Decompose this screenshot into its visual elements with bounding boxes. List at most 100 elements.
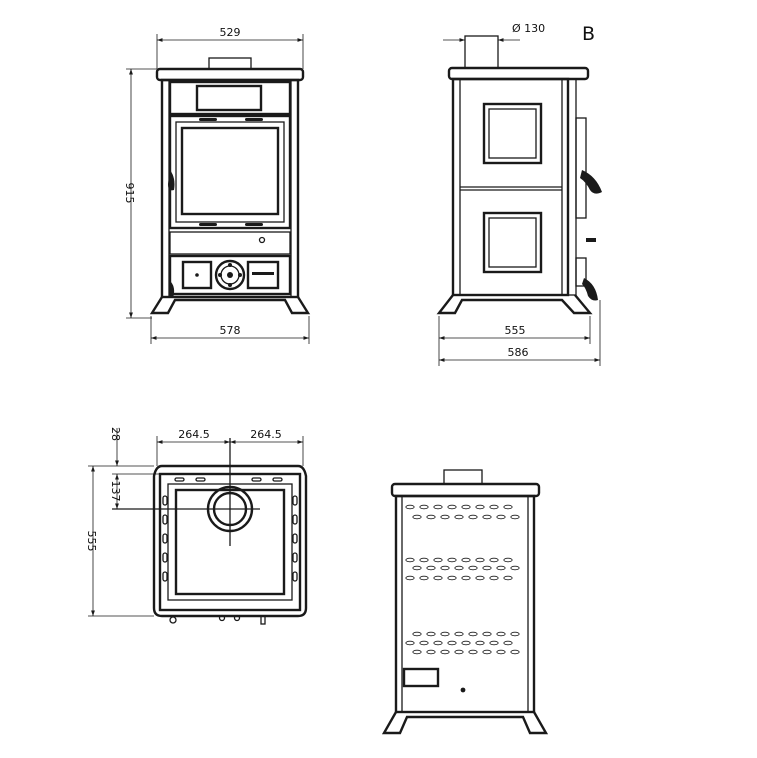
vent-hole [447, 557, 457, 563]
vent-hole [440, 514, 450, 520]
vent-hole [461, 557, 471, 563]
front-flue-collar [208, 57, 252, 70]
vent-hole [475, 557, 485, 563]
dim-top-half-left: 264.5 [178, 428, 210, 441]
side-door-handle-icon [580, 170, 602, 194]
dim-front-width-top: 529 [220, 26, 241, 39]
vent-hole [503, 575, 513, 581]
vent-hole [503, 557, 513, 563]
back-view [381, 469, 549, 735]
vent-hole [496, 514, 506, 520]
dim-top-offset: 28 [109, 427, 122, 441]
vent-hole [510, 514, 520, 520]
vent-hole [454, 631, 464, 637]
back-vent-holes [405, 504, 520, 655]
vent-hole [433, 575, 443, 581]
back-flue-collar [443, 469, 483, 485]
vent-hole [447, 575, 457, 581]
vent-hole [475, 575, 485, 581]
vent-hole [412, 514, 422, 520]
front-lower-cabinet [168, 254, 292, 296]
front-door [168, 114, 292, 230]
back-body [394, 494, 536, 714]
vent-hole [405, 640, 415, 646]
vent-hole [468, 631, 478, 637]
vent-hole [419, 504, 429, 510]
front-right-drawer [246, 260, 280, 290]
vent-hole [412, 631, 422, 637]
vent-hole [468, 565, 478, 571]
vent-hole [482, 631, 492, 637]
dim-top-half-right: 264.5 [250, 428, 282, 441]
vent-hole [426, 649, 436, 655]
front-legs [149, 296, 311, 315]
air-regulator-icon [214, 259, 246, 291]
dim-top-depth: 555 [85, 531, 98, 552]
front-body [160, 78, 300, 299]
vent-hole [510, 649, 520, 655]
vent-hole [405, 557, 415, 563]
vent-hole [489, 640, 499, 646]
dim-side-depth-body: 555 [505, 324, 526, 337]
vent-hole [440, 565, 450, 571]
vent-hole [489, 557, 499, 563]
side-lower-panel [482, 211, 543, 274]
side-upper-panel [482, 102, 543, 165]
front-door-handle-icon [168, 170, 175, 191]
dim-front-height: 915 [123, 183, 136, 204]
vent-hole [405, 575, 415, 581]
dim-front-width-base: 578 [220, 324, 241, 337]
front-upper-window [195, 84, 263, 112]
front-ash-drawer [181, 260, 213, 290]
vent-hole [496, 649, 506, 655]
vent-hole [489, 504, 499, 510]
front-top-plate [155, 67, 305, 82]
side-top-plate [447, 66, 590, 81]
vent-hole [447, 504, 457, 510]
front-door-glass [180, 126, 280, 216]
vent-hole [496, 631, 506, 637]
vent-hole [482, 565, 492, 571]
vent-hole [447, 640, 457, 646]
vent-hole [419, 557, 429, 563]
vent-hole [419, 575, 429, 581]
back-label-plate [402, 667, 440, 688]
vent-hole [405, 504, 415, 510]
side-door-profile [575, 117, 587, 219]
back-legs [381, 711, 549, 735]
vent-hole [461, 504, 471, 510]
side-legs [436, 294, 593, 315]
vent-hole [440, 631, 450, 637]
vent-hole [503, 640, 513, 646]
front-upper-panel [168, 80, 292, 116]
vent-hole [433, 504, 443, 510]
vent-hole [461, 575, 471, 581]
vent-hole [412, 565, 422, 571]
vent-hole [419, 640, 429, 646]
sheet-label: B [582, 23, 595, 45]
vent-hole [454, 565, 464, 571]
vent-hole [503, 504, 513, 510]
vent-hole [468, 649, 478, 655]
vent-hole [510, 565, 520, 571]
vent-hole [468, 514, 478, 520]
side-view: Ø 130 555 586 [436, 22, 602, 366]
vent-hole [440, 649, 450, 655]
top-vent-slots [162, 477, 298, 582]
side-flue-pipe [464, 35, 499, 69]
vent-hole [426, 631, 436, 637]
vent-hole [454, 649, 464, 655]
vent-hole [482, 649, 492, 655]
vent-hole [489, 575, 499, 581]
vent-hole [475, 504, 485, 510]
vent-hole [461, 640, 471, 646]
vent-hole [510, 631, 520, 637]
vent-hole [433, 557, 443, 563]
vent-hole [482, 514, 492, 520]
vent-hole [426, 514, 436, 520]
vent-hole [496, 565, 506, 571]
front-view: 529 915 578 [123, 26, 311, 344]
top-outline [152, 464, 308, 618]
vent-hole [412, 649, 422, 655]
